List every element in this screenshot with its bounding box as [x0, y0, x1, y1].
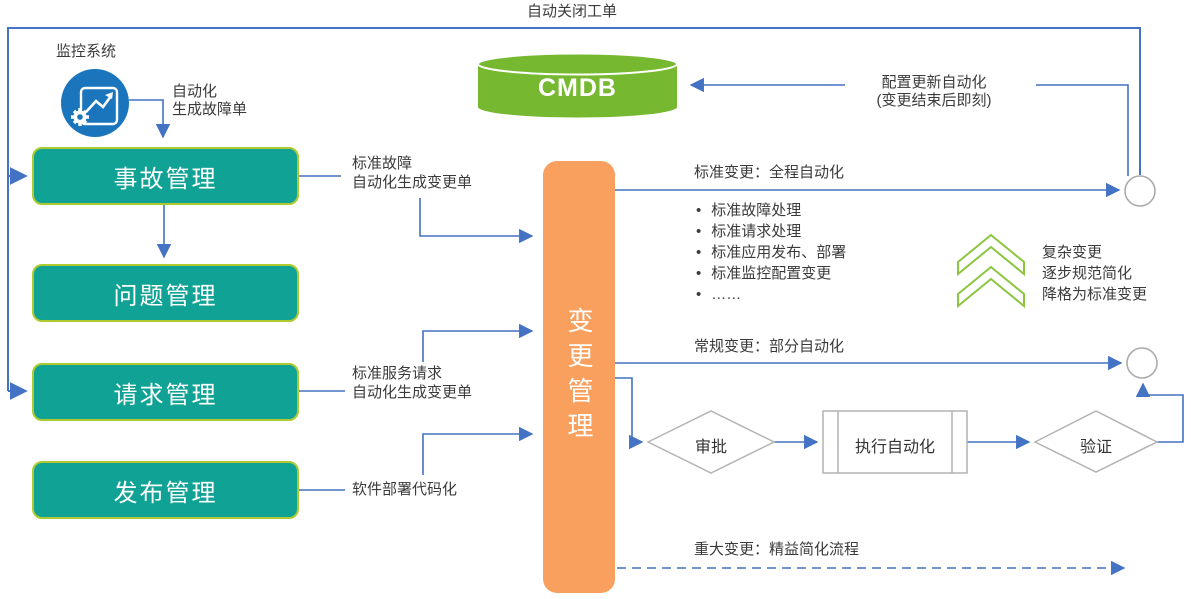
verify-diamond	[1033, 410, 1159, 473]
release-connector-line	[299, 426, 534, 491]
config-update-line	[689, 77, 1129, 176]
config-update-note-line2: (变更结束后即刻)	[876, 92, 992, 109]
config-update-note-line1: 配置更新自动化	[881, 74, 987, 91]
request-connector-line1: 标准服务请求	[352, 365, 443, 382]
approval-label: 审批	[694, 439, 727, 456]
auto-close-loop-line	[7, 27, 1141, 400]
verify-to-circle-line	[1135, 382, 1184, 443]
standard-change-item: 标准应用发布、部署	[696, 242, 846, 263]
approval-diamond	[646, 410, 776, 474]
monitoring-system-icon	[61, 69, 129, 137]
standard-change-item: 标准监控配置变更	[696, 263, 846, 284]
monitor-note: 自动化 生成故障单	[172, 83, 247, 119]
incident-connector-line	[299, 175, 534, 244]
branch-to-approval-line	[615, 377, 644, 450]
cmdb-cylinder	[477, 52, 678, 118]
monitor-note-line1: 自动化	[172, 83, 218, 100]
change-management-label: 变更管理	[564, 307, 594, 447]
config-update-note: 配置更新自动化 (变更结束后即刻)	[838, 74, 1030, 110]
connector-circle-regular	[1126, 347, 1158, 379]
chevron-up-icon	[957, 233, 1025, 309]
standard-change-item: 标准请求处理	[696, 221, 846, 242]
complex-change-note-line1: 复杂变更	[1042, 244, 1103, 261]
major-change-label: 重大变更：精益简化流程	[694, 541, 860, 558]
auto-close-label: 自动关闭工单	[526, 3, 617, 20]
incident-connector-line2: 自动化生成变更单	[352, 174, 473, 191]
release-management-box: 发布管理	[32, 461, 299, 519]
request-connector-line	[299, 323, 534, 392]
standard-change-item: ……	[696, 284, 846, 305]
problem-management-box: 问题管理	[32, 264, 299, 322]
regular-change-label: 常规变更：部分自动化	[694, 338, 845, 355]
complex-change-note: 复杂变更 逐步规范简化 降格为标准变更	[1042, 242, 1147, 305]
release-connector-label: 软件部署代码化	[352, 481, 458, 498]
standard-change-item-list: 标准故障处理 标准请求处理 标准应用发布、部署 标准监控配置变更 ……	[696, 200, 846, 305]
request-management-box: 请求管理	[32, 363, 299, 421]
monitor-note-line2: 生成故障单	[172, 101, 248, 118]
cmdb-label: CMDB	[538, 74, 617, 102]
change-management-box: 变更管理	[543, 161, 615, 593]
execute-rect	[822, 410, 968, 474]
standard-change-item: 标准故障处理	[696, 200, 846, 221]
incident-connector-label: 标准故障 自动化生成变更单	[352, 154, 472, 192]
request-connector-label: 标准服务请求 自动化生成变更单	[352, 364, 472, 402]
incident-connector-line1: 标准故障	[352, 155, 413, 172]
standard-change-label: 标准变更：全程自动化	[694, 164, 845, 181]
incident-management-box: 事故管理	[32, 147, 299, 205]
complex-change-note-line3: 降格为标准变更	[1042, 286, 1148, 303]
monitoring-system-label: 监控系统	[56, 43, 117, 60]
execute-automation-label: 执行自动化	[854, 439, 935, 456]
verify-label: 验证	[1079, 439, 1112, 456]
complex-change-note-line2: 逐步规范简化	[1042, 265, 1133, 282]
request-connector-line2: 自动化生成变更单	[352, 384, 473, 401]
monitor-to-incident-line	[129, 99, 171, 139]
connector-circle-standard	[1124, 175, 1156, 207]
